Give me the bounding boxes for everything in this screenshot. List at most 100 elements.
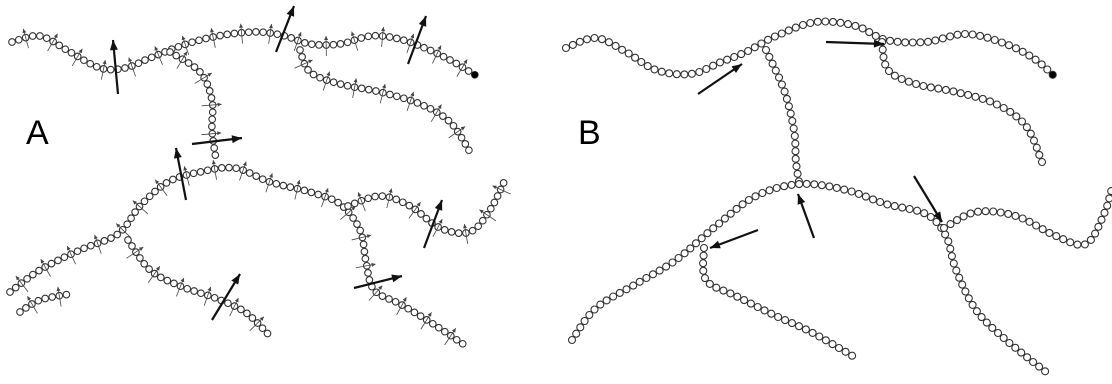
bead	[211, 295, 218, 302]
bead	[1038, 61, 1045, 68]
bead	[423, 215, 430, 222]
bead	[591, 306, 598, 313]
bead	[998, 39, 1005, 46]
bead	[427, 47, 434, 54]
bead	[969, 301, 976, 308]
bead	[959, 281, 966, 288]
bead	[401, 37, 408, 44]
bead	[765, 36, 772, 43]
bead	[688, 70, 695, 77]
bead	[365, 195, 372, 202]
bead	[788, 181, 795, 188]
bead	[586, 312, 593, 319]
bead	[833, 184, 840, 191]
chain-a-top	[9, 24, 478, 80]
bead	[361, 248, 368, 255]
bead	[703, 66, 710, 73]
bead	[43, 35, 50, 42]
bead	[148, 54, 155, 61]
bead	[841, 186, 848, 193]
bead	[191, 288, 198, 295]
bead	[124, 221, 131, 228]
bead	[1026, 218, 1033, 225]
bead	[796, 323, 803, 330]
bead	[337, 81, 344, 88]
bead	[771, 33, 778, 40]
dipole-tick-head	[155, 180, 159, 184]
dipole-tick-head	[16, 276, 20, 280]
bead	[1060, 236, 1067, 243]
bead	[569, 337, 576, 344]
bead	[1006, 42, 1013, 49]
bead	[855, 190, 862, 197]
arrow-head	[174, 148, 182, 159]
bead	[792, 140, 799, 147]
bead	[643, 275, 650, 282]
bead	[1012, 344, 1019, 351]
bead	[978, 314, 985, 321]
bead	[972, 93, 979, 100]
arrow-a-4	[192, 135, 242, 144]
bead	[394, 35, 401, 42]
bead	[101, 238, 108, 245]
bead	[811, 181, 818, 188]
bead	[887, 37, 894, 44]
dipole-tick-head	[182, 36, 186, 40]
bead	[141, 261, 148, 268]
bead	[731, 54, 738, 61]
bead	[773, 185, 780, 192]
bead	[125, 237, 132, 244]
bead	[170, 176, 177, 183]
bead	[345, 203, 352, 210]
bead	[406, 202, 413, 209]
bead	[372, 32, 379, 39]
bead	[954, 217, 961, 224]
bead	[862, 193, 869, 200]
dipole-tick-head	[217, 131, 221, 135]
bead	[1036, 363, 1043, 370]
bead	[253, 173, 260, 180]
bead	[990, 208, 997, 215]
bead	[606, 39, 613, 46]
bead	[794, 170, 801, 177]
dipole-tick-head	[243, 162, 247, 166]
bead	[727, 290, 734, 297]
bead	[870, 196, 877, 203]
bead	[1106, 195, 1112, 202]
bead	[1019, 118, 1026, 125]
bead	[983, 319, 990, 326]
bead	[1042, 368, 1049, 375]
bead	[950, 88, 957, 95]
bead	[427, 106, 434, 113]
bead	[309, 41, 316, 48]
bead	[329, 196, 336, 203]
bead	[7, 289, 14, 296]
bead	[357, 227, 364, 234]
bead	[184, 286, 191, 293]
dipole-tick-head	[156, 266, 160, 270]
bead	[287, 184, 294, 191]
bead	[599, 36, 606, 43]
panel-b-diagram	[556, 0, 1112, 384]
bead	[781, 183, 788, 190]
bead	[573, 330, 580, 337]
bead	[259, 176, 266, 183]
bead	[1046, 229, 1053, 236]
bead	[837, 19, 844, 26]
bead	[792, 148, 799, 155]
bead	[879, 46, 886, 53]
bead	[905, 78, 912, 85]
chain-a-bottom-branch-1	[125, 237, 271, 337]
bead	[962, 31, 969, 38]
bead	[274, 31, 281, 38]
bead	[852, 22, 859, 29]
bead	[638, 59, 645, 66]
bead	[308, 189, 315, 196]
bead	[800, 22, 807, 29]
bead	[436, 324, 443, 331]
bead	[822, 337, 829, 344]
bead	[1000, 335, 1007, 342]
bead	[778, 81, 785, 88]
bead	[441, 227, 448, 234]
bead	[576, 38, 583, 45]
